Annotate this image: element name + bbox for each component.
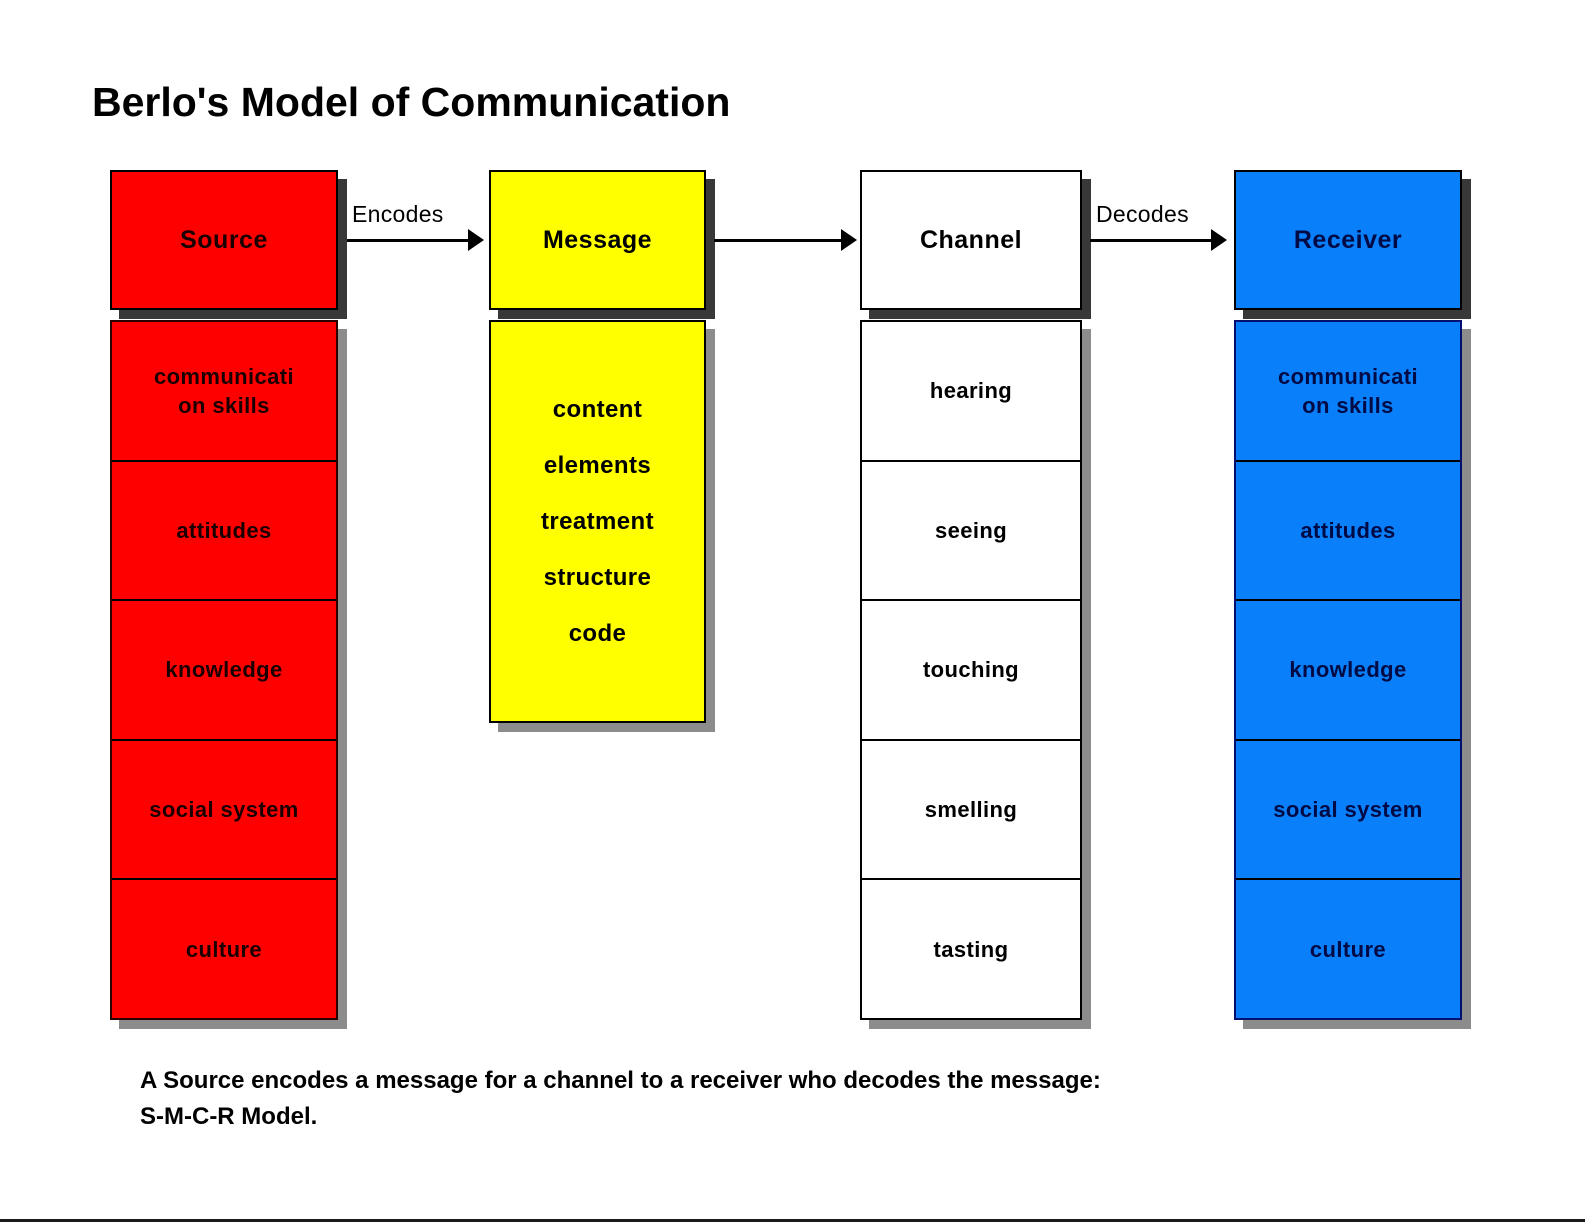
message-item-treatment: treatment [541, 507, 654, 535]
receiver-item-knowledge-label: knowledge [1289, 657, 1407, 683]
channel-to-receiver-line [1090, 239, 1216, 242]
receiver-item-attitudes-label: attitudes [1300, 517, 1396, 543]
channel-item-smelling-label: smelling [924, 797, 1018, 823]
page-title: Berlo's Model of Communication [92, 79, 731, 125]
channel-to-receiver-arrow-icon [1211, 229, 1227, 251]
channel-item-smelling: smelling [862, 738, 1080, 879]
receiver-item-communication-skills-line2: on skills [1302, 392, 1394, 418]
source-item-attitudes: attitudes [112, 459, 336, 600]
channel-item-hearing-label: hearing [929, 378, 1013, 404]
decodes-label: Decodes [1096, 201, 1189, 227]
receiver-item-knowledge: knowledge [1236, 599, 1460, 739]
message-item-elements: elements [543, 451, 652, 479]
source-header-label: Source [180, 225, 268, 254]
source-item-attitudes-label: attitudes [176, 517, 272, 543]
caption-line-1: A Source encodes a message for a channel… [140, 1067, 1101, 1094]
source-item-communication-skills-line1: communicati [153, 363, 295, 389]
channel-item-touching: touching [862, 599, 1080, 739]
channel-item-tasting: tasting [862, 878, 1080, 1018]
receiver-item-social-system: social system [1236, 738, 1460, 879]
source-body-box: communicati on skills attitudes knowledg… [110, 320, 338, 1020]
receiver-header-label: Receiver [1293, 225, 1403, 254]
message-header-label: Message [542, 225, 653, 254]
message-to-channel-arrow-icon [841, 229, 857, 251]
diagram-caption: A Source encodes a message for a channel… [140, 1063, 1470, 1134]
message-body-box: content elements treatment structure cod… [489, 320, 706, 723]
channel-item-tasting-label: tasting [933, 936, 1009, 962]
receiver-item-social-system-label: social system [1273, 797, 1423, 823]
message-item-structure: structure [543, 563, 652, 591]
channel-item-hearing: hearing [862, 322, 1080, 460]
source-item-knowledge-label: knowledge [165, 657, 283, 683]
source-item-communication-skills-line2: on skills [178, 392, 270, 418]
source-item-knowledge: knowledge [112, 599, 336, 739]
receiver-header-box: Receiver [1234, 170, 1462, 310]
encodes-label: Encodes [352, 201, 444, 227]
source-item-culture: culture [112, 878, 336, 1018]
source-item-social-system-label: social system [149, 797, 299, 823]
message-to-channel-line [714, 239, 846, 242]
receiver-body-box: communicati on skills attitudes knowledg… [1234, 320, 1462, 1020]
bottom-divider [0, 1219, 1585, 1222]
channel-item-seeing: seeing [862, 459, 1080, 600]
source-header-box: Source [110, 170, 338, 310]
message-item-content: content [552, 395, 643, 423]
channel-item-touching-label: touching [922, 657, 1020, 683]
message-item-code: code [568, 619, 627, 647]
receiver-item-communication-skills: communicati on skills [1236, 322, 1460, 460]
source-to-message-line [347, 239, 473, 242]
receiver-item-communication-skills-line1: communicati [1277, 363, 1419, 389]
source-item-communication-skills: communicati on skills [112, 322, 336, 460]
message-header-box: Message [489, 170, 706, 310]
channel-header-label: Channel [919, 225, 1023, 254]
channel-item-seeing-label: seeing [934, 517, 1008, 543]
source-item-culture-label: culture [185, 936, 263, 962]
source-item-social-system: social system [112, 738, 336, 879]
channel-header-box: Channel [860, 170, 1082, 310]
channel-body-box: hearing seeing touching smelling tasting [860, 320, 1082, 1020]
caption-line-2: S-M-C-R Model. [140, 1102, 318, 1130]
source-to-message-arrow-icon [468, 229, 484, 251]
receiver-item-culture-label: culture [1309, 936, 1387, 962]
receiver-item-attitudes: attitudes [1236, 459, 1460, 600]
receiver-item-culture: culture [1236, 878, 1460, 1018]
